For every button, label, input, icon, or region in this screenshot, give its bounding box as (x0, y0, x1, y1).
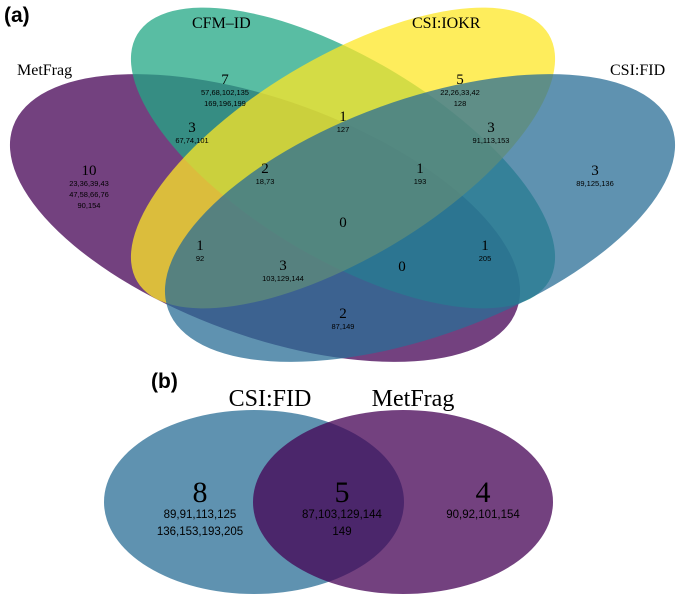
region-count-cfmid-only: 7 (221, 72, 229, 88)
region-ids-metfrag-csifid-1: 87,149 (332, 322, 355, 331)
region-b-count-metfrag-only: 4 (476, 476, 491, 509)
region-b-count-both: 5 (335, 476, 350, 509)
region-count-metfrag-cfmid: 3 (188, 120, 196, 136)
region-count-cfmid-csiiokr-csifid: 1 (416, 161, 424, 177)
region-count-cfmid-csifid: 1 (481, 238, 489, 254)
region-b-ids-both-1: 87,103,129,144 (302, 509, 383, 521)
region-ids-cfmid-only-1: 57,68,102,135 (201, 88, 249, 97)
csifid-set-ellipse (164, 74, 676, 362)
region-count-all-four: 0 (339, 215, 347, 231)
region-count-metfrag-only: 10 (82, 163, 97, 179)
region-ids-cfmid-only-2: 169,196,199 (204, 99, 246, 108)
region-count-csifid-only: 3 (591, 163, 599, 179)
region-ids-cfmid-csiiokr-1: 127 (337, 125, 350, 134)
region-count-metfrag-cfmid-csifid: 0 (398, 259, 406, 275)
cfmid-set-label: CFM–ID (192, 15, 251, 32)
region-count-metfrag-csifid: 2 (339, 306, 347, 322)
csiiokr-set-label: CSI:IOKR (412, 15, 481, 32)
panel-a-label: (a) (4, 4, 30, 27)
region-ids-csiiokr-only-1: 22,26,33,42 (440, 88, 480, 97)
region-count-csiiokr-csifid: 3 (487, 120, 495, 136)
region-count-metfrag-csiiokr: 1 (196, 238, 204, 254)
region-ids-cfmid-csiiokr-csifid-1: 193 (414, 177, 427, 186)
region-b-ids-both-2: 149 (332, 526, 351, 538)
region-ids-csifid-only-1: 89,125,136 (576, 179, 614, 188)
region-b-ids-metfrag-only-1: 90,92,101,154 (446, 509, 520, 521)
region-ids-metfrag-cfmid-1: 67,74,101 (175, 136, 208, 145)
csifid-set-label: CSI:FID (610, 62, 665, 79)
panel-b-label: (b) (151, 370, 178, 393)
region-count-metfrag-csiiokr-csifid: 3 (279, 258, 287, 274)
region-ids-metfrag-only-3: 90,154 (78, 201, 101, 210)
region-ids-metfrag-only-2: 47,58,66,76 (69, 190, 109, 199)
region-ids-metfrag-csiiokr-1: 92 (196, 254, 204, 263)
region-ids-csiiokr-only-2: 128 (454, 99, 467, 108)
region-count-csiiokr-only: 5 (456, 72, 464, 88)
region-ids-metfrag-csiiokr-csifid-1: 103,129,144 (262, 274, 304, 283)
venn-two-set (104, 410, 553, 594)
region-b-ids-csifid-only-2: 136,153,193,205 (157, 526, 243, 538)
region-ids-csiiokr-csifid-1: 91,113,153 (473, 136, 510, 145)
region-count-cfmid-csiiokr: 1 (339, 109, 347, 125)
csifid-set-label-b: CSI:FID (229, 386, 312, 412)
metfrag-set-label: MetFrag (17, 62, 72, 79)
metfrag-set-label-b: MetFrag (372, 386, 455, 412)
region-ids-metfrag-cfmid-csiiokr-1: 18,73 (256, 177, 275, 186)
metfrag-set-ellipse-b (253, 410, 553, 594)
venn-four-set (9, 7, 676, 362)
region-ids-cfmid-csifid-1: 205 (479, 254, 492, 263)
region-b-count-csifid-only: 8 (193, 476, 208, 509)
region-b-ids-csifid-only-1: 89,91,113,125 (164, 509, 237, 521)
region-count-metfrag-cfmid-csiiokr: 2 (261, 161, 269, 177)
region-ids-metfrag-only-1: 23,36,39,43 (69, 179, 109, 188)
